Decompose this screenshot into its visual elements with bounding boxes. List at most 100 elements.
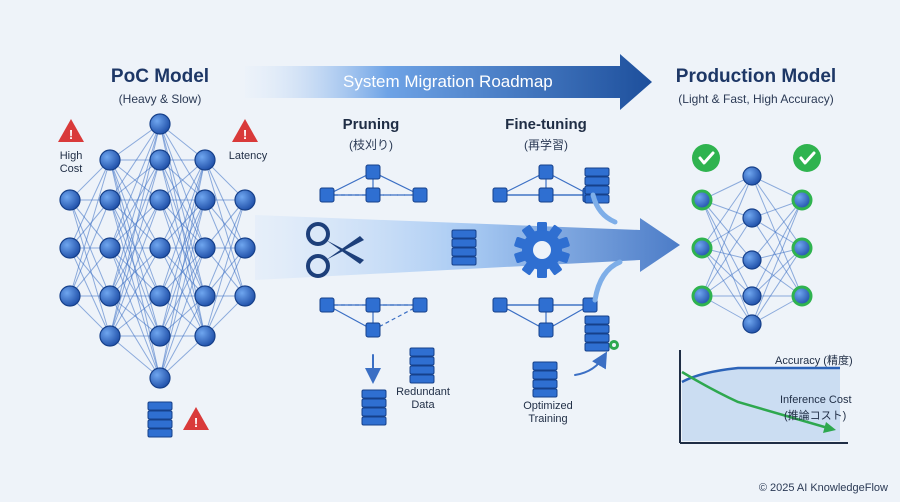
square-node xyxy=(538,164,554,180)
chart-accuracy-label: Accuracy (精度) xyxy=(775,355,853,367)
edge xyxy=(701,199,753,325)
database-icon-redundant-2 xyxy=(409,347,435,384)
square-node xyxy=(412,187,428,203)
edge xyxy=(109,159,161,337)
poc-title: PoC Model xyxy=(110,66,210,87)
pruning-title: Pruning xyxy=(342,116,400,133)
edge xyxy=(751,199,803,261)
edge xyxy=(109,199,161,379)
production-node xyxy=(791,237,813,259)
finetuning-subtitle: (再学習) xyxy=(524,138,568,152)
edge xyxy=(751,217,803,297)
poc-node xyxy=(99,149,121,171)
chart-cost-label-line1: Inference Cost xyxy=(780,394,852,406)
edge xyxy=(69,199,111,297)
edge xyxy=(701,199,753,261)
edge xyxy=(204,199,246,297)
edge xyxy=(109,247,161,297)
production-node xyxy=(691,237,713,259)
svg-text:!: ! xyxy=(243,127,247,142)
edge xyxy=(751,175,803,297)
edge xyxy=(701,175,753,297)
accuracy-area xyxy=(682,368,840,441)
cost-line xyxy=(681,370,829,430)
database-icon-finetune xyxy=(584,167,610,204)
edge xyxy=(372,304,421,331)
square-node xyxy=(412,297,428,313)
small-gear-icon xyxy=(609,340,619,350)
scissors-icon xyxy=(306,222,364,278)
square-node xyxy=(538,322,554,338)
poc-node xyxy=(149,367,171,389)
accuracy-cost-chart xyxy=(679,350,848,444)
svg-text:!: ! xyxy=(194,415,198,430)
edge xyxy=(701,175,753,249)
edge xyxy=(751,247,803,325)
roadmap-arrow xyxy=(245,54,652,110)
edge xyxy=(204,159,246,249)
roadmap-title: System Migration Roadmap xyxy=(343,72,553,91)
poc-network xyxy=(59,113,256,389)
production-node xyxy=(691,189,713,211)
edge xyxy=(109,159,161,201)
database-icon-finetune-2 xyxy=(584,315,610,352)
edge xyxy=(109,335,161,379)
edge xyxy=(109,295,161,337)
edge xyxy=(499,171,547,196)
edge xyxy=(159,295,206,379)
edge xyxy=(701,247,753,325)
copyright: © 2025 AI KnowledgeFlow xyxy=(758,482,888,494)
production-node xyxy=(742,286,762,306)
check-icon-left xyxy=(692,144,720,172)
edge xyxy=(701,247,753,297)
poc-node xyxy=(99,237,121,259)
warning-icon-latency: ! xyxy=(232,119,258,142)
gear-tooth xyxy=(537,222,547,232)
edge xyxy=(204,247,246,337)
edge xyxy=(109,199,161,337)
high-cost-label: High Cost xyxy=(59,150,83,175)
edge xyxy=(69,159,111,297)
edge xyxy=(159,159,206,337)
edge xyxy=(159,159,206,297)
pruning-network xyxy=(319,164,428,338)
production-title: Production Model xyxy=(675,66,837,87)
poc-node xyxy=(59,189,81,211)
poc-node xyxy=(194,285,216,307)
square-node xyxy=(319,297,335,313)
production-node xyxy=(791,189,813,211)
edge xyxy=(159,247,206,379)
edge xyxy=(326,304,374,331)
square-node xyxy=(538,187,554,203)
gear-tooth xyxy=(537,268,547,278)
warning-icon-high-cost: ! xyxy=(58,119,84,142)
poc-node xyxy=(99,285,121,307)
square-node xyxy=(365,322,381,338)
finetuning-network xyxy=(492,164,598,338)
square-node xyxy=(492,297,508,313)
poc-node xyxy=(149,113,171,135)
edge xyxy=(109,295,161,379)
edge xyxy=(372,171,421,196)
poc-node xyxy=(234,285,256,307)
square-node xyxy=(538,297,554,313)
accuracy-line xyxy=(681,366,840,384)
poc-subtitle: (Heavy & Slow) xyxy=(118,92,202,106)
edge xyxy=(109,247,161,379)
production-node xyxy=(791,285,813,307)
pruning-subtitle: (枝刈り) xyxy=(349,138,393,152)
edge xyxy=(159,247,206,337)
edge xyxy=(204,199,246,337)
edge xyxy=(751,247,803,297)
edge xyxy=(326,171,374,196)
latency-label: Latency xyxy=(228,150,268,162)
production-subtitle: (Light & Fast, High Accuracy) xyxy=(678,92,834,106)
poc-node xyxy=(59,237,81,259)
production-node xyxy=(742,314,762,334)
poc-node xyxy=(99,189,121,211)
database-icon-optimized xyxy=(532,361,558,398)
database-icon-poc xyxy=(147,401,173,438)
gear-icon xyxy=(514,222,570,278)
edge xyxy=(751,175,803,249)
production-node xyxy=(691,285,713,307)
